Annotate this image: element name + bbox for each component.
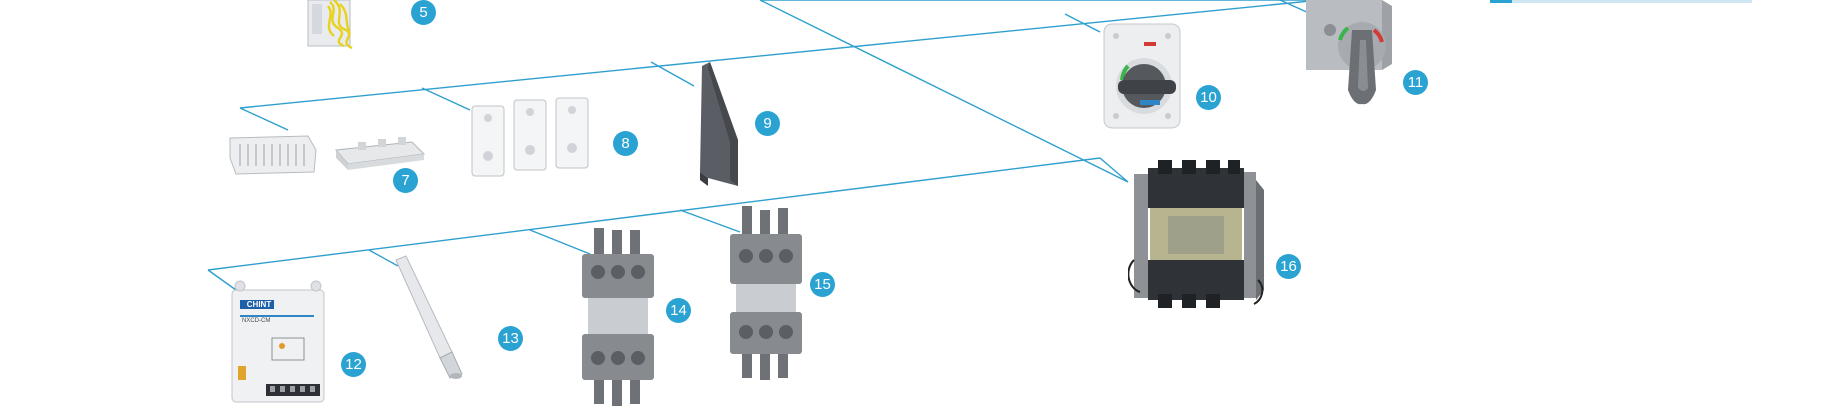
callout-badge-16: 16 [1276,254,1301,279]
connector-line-10 [368,249,399,267]
connector-line-9 [207,269,237,291]
extended-rotary-handle-icon [1306,0,1392,105]
callout-badge-10: 10 [1196,85,1221,110]
withdrawable-chassis-icon [1128,160,1264,308]
controller-brand-label: CHINT [246,300,272,309]
connector-line-6 [421,87,471,111]
rear-terminals-icon [730,206,802,380]
callout-badge-9: 9 [755,111,780,136]
callout-badge-11: 11 [1403,70,1428,95]
callout-badge-7: 7 [393,168,418,193]
callout-badge-8: 8 [613,131,638,156]
connector-line-5 [239,107,289,131]
connector-line-12 [679,209,741,233]
callout-badge-13: 13 [498,326,523,351]
auxiliary-contact-wiring-icon [307,0,353,50]
connector-line-2 [1064,13,1101,33]
connector-line-7 [650,61,695,87]
callout-badge-5: 5 [411,0,436,25]
connector-line-8 [207,157,1101,271]
callout-badge-15: 15 [810,272,835,297]
phase-barrier-icon [700,62,738,186]
callout-badge-14: 14 [666,298,691,323]
connector-line-1 [759,0,1129,183]
connector-line-11 [529,229,591,255]
reference-strip-marker [1490,0,1512,3]
connector-line-4 [239,0,1321,109]
rotary-handle-icon [1103,23,1181,129]
controller-model-label: NXCD-CM [242,318,271,324]
connection-terminals-icon [582,228,654,406]
controller-module-icon [231,280,325,403]
terminal-cover-icon [229,135,426,175]
extension-shaft-icon [395,255,463,379]
reference-strip [1490,0,1752,3]
connector-line-13 [1099,157,1129,183]
callout-badge-12: 12 [341,352,366,377]
insulating-plates-icon [471,97,589,177]
